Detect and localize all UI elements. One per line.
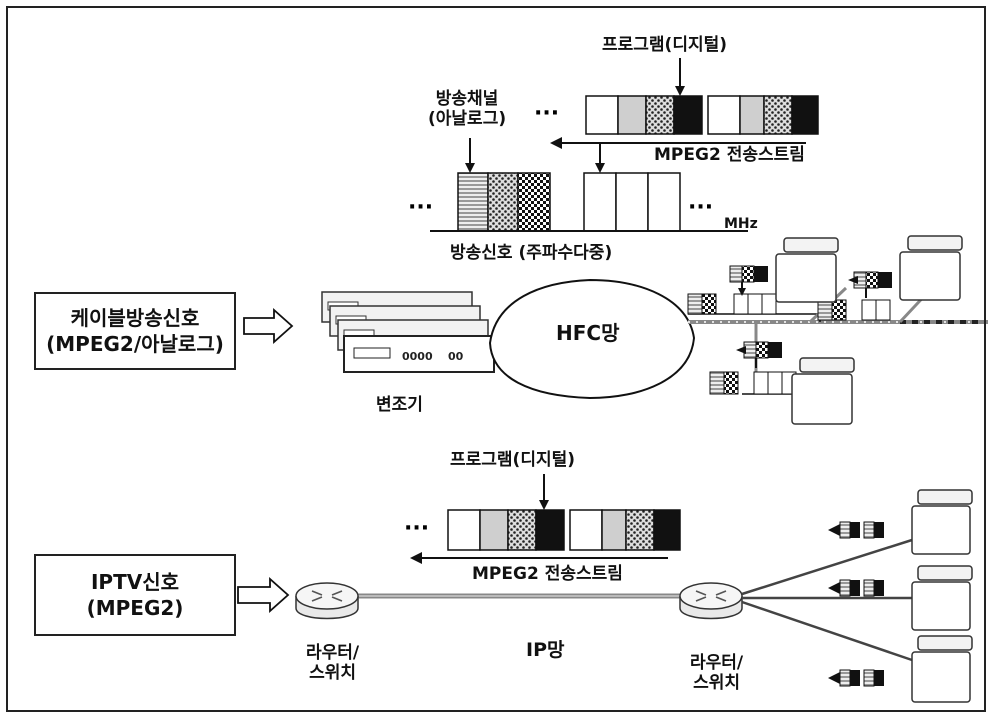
router-left-line2: 스위치 xyxy=(306,664,359,684)
hfc-substream xyxy=(710,342,796,394)
tv-settop-icon xyxy=(912,636,972,702)
mhz-label: MHz xyxy=(724,216,758,232)
unicast-stream xyxy=(828,580,884,596)
cable-source-box: 케이블방송신호 (MPEG2/아날로그) xyxy=(34,292,236,370)
program-pointer-arrow-icon xyxy=(539,474,549,510)
router-left-label: 라우터/ 스위치 xyxy=(306,644,359,683)
iptv-source-line1: IPTV신호 xyxy=(91,569,179,595)
ellipsis: ··· xyxy=(404,516,429,541)
program-label-bottom: 프로그램(디지털) xyxy=(450,451,575,471)
ip-network-label: IP망 xyxy=(526,640,564,662)
router-right-line1: 라우터/ xyxy=(690,654,743,674)
frequency-channels xyxy=(458,173,680,231)
tv-settop-icon xyxy=(900,236,962,300)
router-left-line1: 라우터/ xyxy=(306,644,359,664)
ellipsis: ··· xyxy=(408,195,433,220)
router-right-label: 라우터/ 스위치 xyxy=(690,654,743,693)
tv-settop-icon xyxy=(792,358,854,424)
channel-label: 방송채널 (아날로그) xyxy=(428,90,506,129)
channel-label-line2: (아날로그) xyxy=(428,110,506,130)
tv-settop-icon xyxy=(912,566,972,630)
svg-text:00: 00 xyxy=(448,350,464,363)
iptv-source-line2: (MPEG2) xyxy=(87,595,184,621)
channel-label-line1: 방송채널 xyxy=(428,90,506,110)
modulator-label: 변조기 xyxy=(376,396,423,416)
cable-source-line2: (MPEG2/아날로그) xyxy=(46,331,224,357)
modulator-icon: 0000 00 xyxy=(322,292,494,372)
stream-direction-arrow xyxy=(410,552,668,564)
program-pointer-arrow-icon xyxy=(675,58,685,96)
ellipsis: ··· xyxy=(534,101,559,126)
input-arrow-icon xyxy=(244,310,292,342)
input-arrow-icon xyxy=(238,579,288,611)
iptv-source-box: IPTV신호 (MPEG2) xyxy=(34,554,236,636)
unicast-stream xyxy=(828,670,884,686)
ip-distribution-lines xyxy=(742,540,912,660)
top-transport-stream xyxy=(586,96,818,134)
signal-label: 방송신호 (주파수다중) xyxy=(450,244,612,264)
program-label-top: 프로그램(디지털) xyxy=(602,36,727,56)
ellipsis: ··· xyxy=(688,195,713,220)
stream-label-bottom: MPEG2 전송스트림 xyxy=(472,565,623,585)
bottom-transport-stream xyxy=(448,510,680,550)
hfc-network-label: HFC망 xyxy=(556,322,619,345)
tv-settop-icon xyxy=(776,238,838,302)
tv-settop-icon xyxy=(912,490,972,554)
program-pointer-arrow-icon xyxy=(595,143,605,173)
svg-text:0000: 0000 xyxy=(402,350,433,363)
cable-source-line1: 케이블방송신호 xyxy=(71,305,200,331)
hfc-substream xyxy=(688,266,776,314)
router-icon xyxy=(296,583,358,619)
channel-pointer-arrow-icon xyxy=(465,138,475,173)
router-right-line2: 스위치 xyxy=(690,674,743,694)
unicast-stream xyxy=(828,522,884,538)
router-icon xyxy=(680,583,742,619)
stream-label-top: MPEG2 전송스트림 xyxy=(654,146,805,166)
